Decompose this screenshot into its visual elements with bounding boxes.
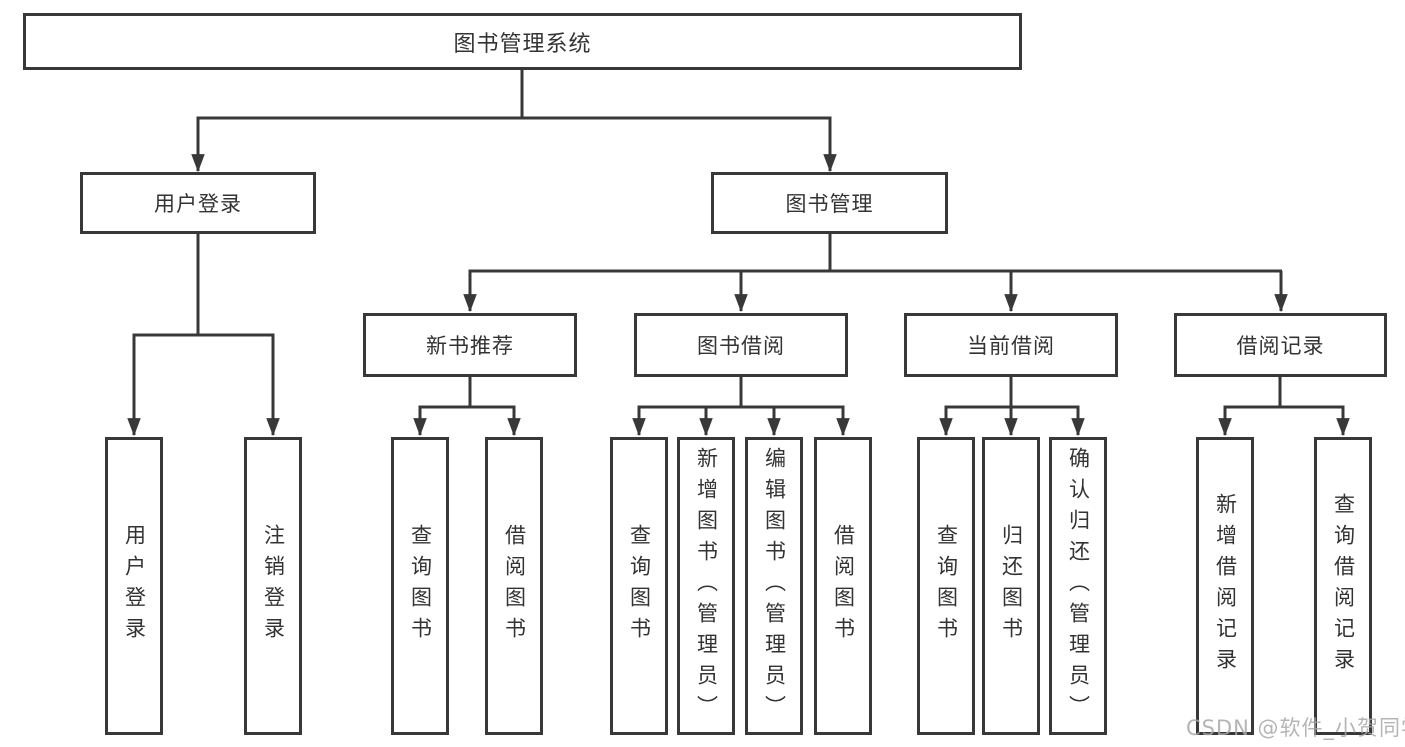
leaf-records-add-record: 新增借阅记录 <box>1196 437 1254 735</box>
node-book-borrow-label: 图书借阅 <box>697 334 785 358</box>
node-user-login-label: 用户登录 <box>154 192 242 216</box>
leaf-logout: 注销登录 <box>244 437 302 735</box>
node-library-system-label: 图书管理系统 <box>453 31 592 57</box>
leaf-current-confirm-return-admin-label: 确认归还（管理员） <box>1066 446 1091 726</box>
leaf-current-query-books-label: 查询图书 <box>934 524 959 648</box>
leaf-records-add-record-label: 新增借阅记录 <box>1213 493 1238 679</box>
leaf-records-query-record: 查询借阅记录 <box>1314 437 1372 735</box>
node-book-borrow: 图书借阅 <box>634 313 848 377</box>
node-current-borrow-label: 当前借阅 <box>967 334 1055 358</box>
leaf-borrow-add-books-admin-label: 新增图书（管理员） <box>694 446 719 726</box>
leaf-current-return-books: 归还图书 <box>982 437 1040 735</box>
node-new-book-recommend: 新书推荐 <box>363 313 577 377</box>
node-current-borrow: 当前借阅 <box>904 313 1118 377</box>
leaf-recommend-query-books-label: 查询图书 <box>408 524 433 648</box>
leaf-current-return-books-label: 归还图书 <box>999 524 1024 648</box>
leaf-logout-label: 注销登录 <box>261 524 286 648</box>
watermark: CSDN @软件_小贺同学 <box>1186 716 1405 740</box>
leaf-borrow-add-books-admin: 新增图书（管理员） <box>677 437 735 735</box>
node-book-management: 图书管理 <box>711 172 948 234</box>
node-new-book-recommend-label: 新书推荐 <box>426 334 514 358</box>
leaf-records-query-record-label: 查询借阅记录 <box>1331 493 1356 679</box>
leaf-borrow-query-books: 查询图书 <box>610 437 668 735</box>
leaf-recommend-borrow-books-label: 借阅图书 <box>502 524 527 648</box>
node-borrow-records: 借阅记录 <box>1174 313 1387 377</box>
node-library-system: 图书管理系统 <box>23 13 1022 70</box>
leaf-borrow-query-books-label: 查询图书 <box>627 524 652 648</box>
node-borrow-records-label: 借阅记录 <box>1236 334 1325 358</box>
leaf-borrow-edit-books-admin: 编辑图书（管理员） <box>745 437 803 735</box>
leaf-user-login-label: 用户登录 <box>122 524 147 648</box>
leaf-recommend-query-books: 查询图书 <box>391 437 449 735</box>
node-user-login: 用户登录 <box>80 172 316 234</box>
leaf-recommend-borrow-books: 借阅图书 <box>485 437 543 735</box>
node-book-management-label: 图书管理 <box>785 192 874 216</box>
leaf-current-query-books: 查询图书 <box>917 437 975 735</box>
leaf-current-confirm-return-admin: 确认归还（管理员） <box>1049 437 1107 735</box>
leaf-borrow-borrow-books: 借阅图书 <box>814 437 872 735</box>
leaf-borrow-borrow-books-label: 借阅图书 <box>831 524 856 648</box>
leaf-borrow-edit-books-admin-label: 编辑图书（管理员） <box>762 446 787 726</box>
leaf-user-login: 用户登录 <box>105 437 163 735</box>
